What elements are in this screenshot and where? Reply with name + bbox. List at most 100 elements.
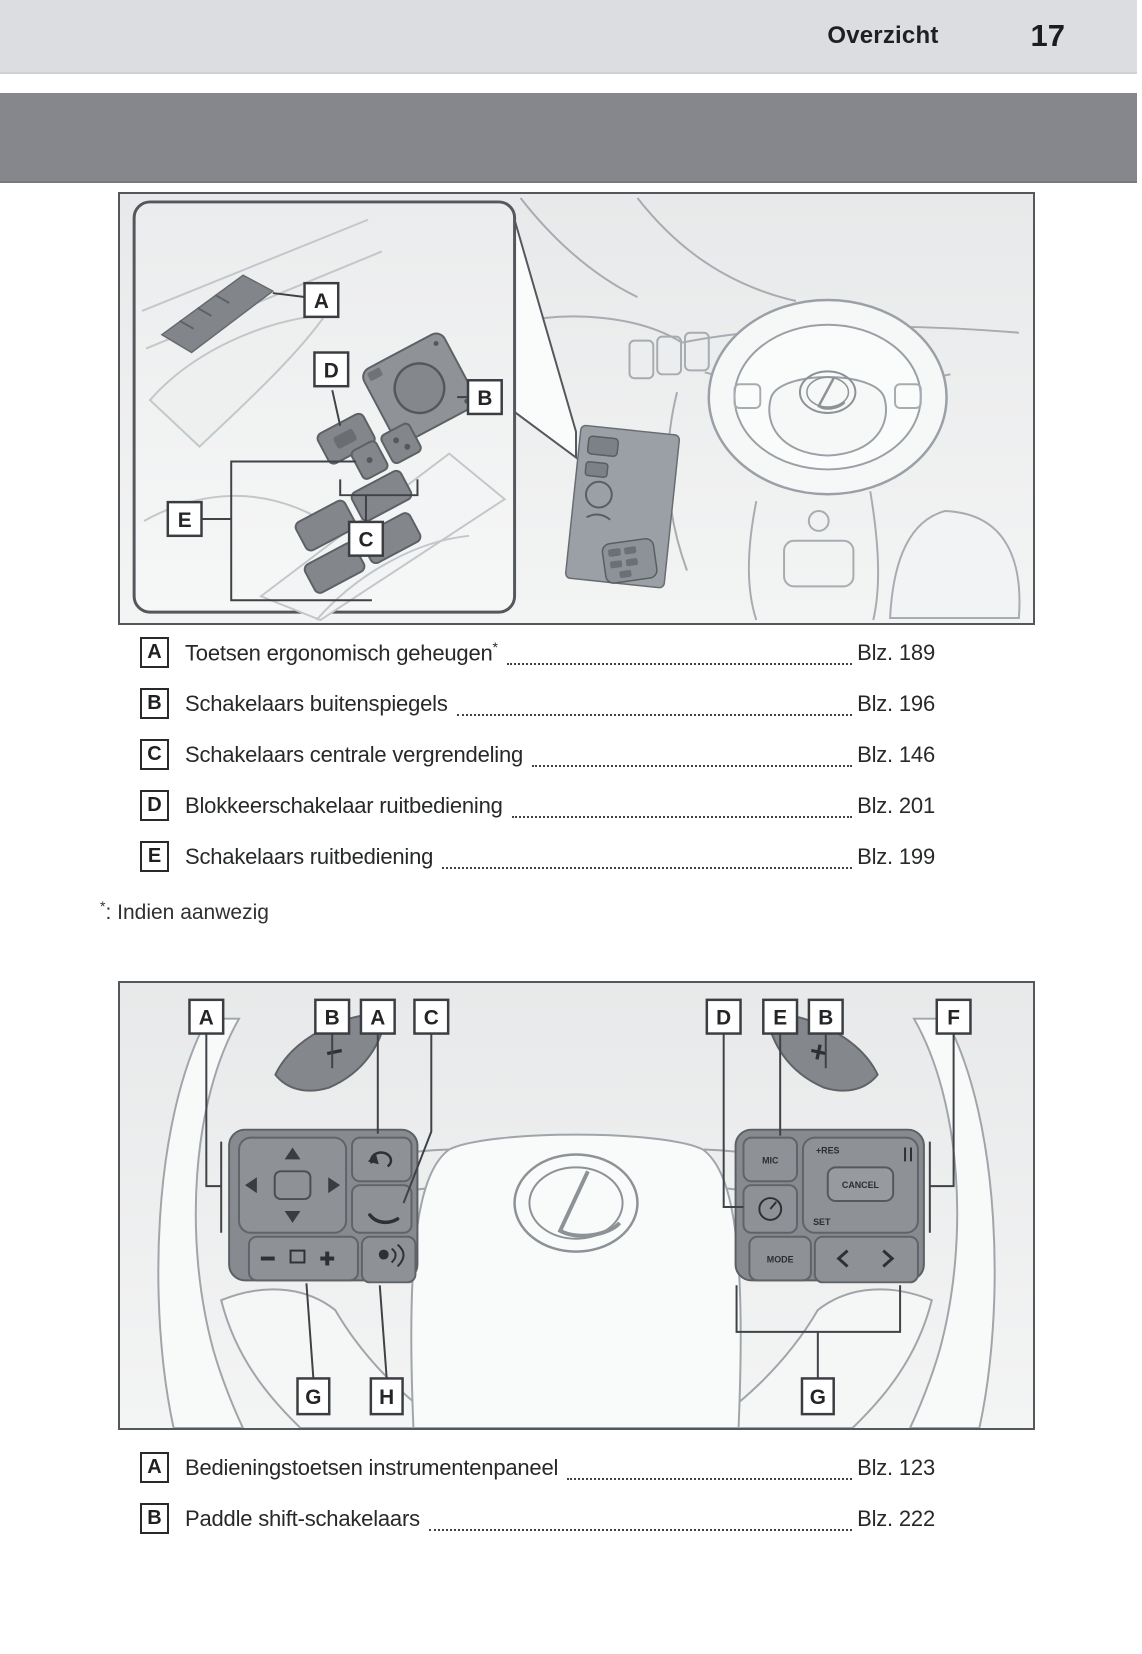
memory-buttons-art — [160, 274, 275, 354]
callout-leaders — [205, 1033, 955, 1379]
callout-letter: E — [178, 509, 192, 532]
footnote-text: Indien aanwezig — [117, 901, 269, 924]
callout-b2: B — [807, 998, 844, 1035]
list-item: D Blokkeerschakelaar ruitbediening Blz. … — [140, 780, 935, 831]
talk-icon — [378, 1249, 389, 1260]
callout-g-right: G — [800, 1377, 835, 1416]
svg-text:H: H — [379, 1386, 394, 1409]
callout-wedge — [513, 219, 577, 460]
item-page-ref: Blz. 189 — [857, 639, 935, 665]
speed-limiter-icon — [758, 1197, 783, 1221]
callout-letter: D — [324, 359, 339, 382]
mode-button-label: MODE — [767, 1254, 794, 1264]
lexus-logo-icon — [798, 370, 857, 414]
callout-d: D — [705, 998, 742, 1035]
lexus-logo-icon — [513, 1153, 639, 1253]
cancel-button-label: CANCEL — [842, 1180, 880, 1190]
figure-steering-wheel: − + — [118, 981, 1035, 1430]
mirror-switch-art — [362, 332, 477, 444]
svg-text:D: D — [716, 1007, 731, 1030]
item-text: Schakelaars centrale vergrendeling — [185, 741, 524, 767]
dotted-leader — [442, 867, 853, 869]
door-lock-switches-art — [350, 422, 422, 480]
page-header: Overzicht 17 — [0, 0, 1137, 74]
item-page-ref: Blz. 146 — [857, 741, 935, 767]
list-item: B Paddle shift-schakelaars Blz. 222 — [140, 1493, 935, 1544]
callout-leaders — [201, 292, 470, 602]
item-page-ref: Blz. 123 — [857, 1454, 935, 1480]
callout-f: F — [935, 998, 972, 1035]
item-text: Schakelaars ruitbediening — [185, 843, 434, 869]
svg-text:F: F — [947, 1007, 960, 1030]
item-label-box: A — [140, 637, 169, 668]
paddle-plus-symbol: + — [807, 1034, 831, 1070]
item-text: Paddle shift-schakelaars — [185, 1505, 420, 1531]
item-text: Blokkeerschakelaar ruitbediening — [185, 792, 503, 818]
list-item: B Schakelaars buitenspiegels Blz. 196 — [140, 678, 935, 729]
index-list-door: A Toetsen ergonomisch geheugen* Blz. 189… — [140, 627, 935, 882]
item-text: Schakelaars buitenspiegels — [185, 690, 448, 716]
door-inset: A D B C E — [132, 200, 517, 622]
dotted-leader — [567, 1478, 853, 1480]
chevron-right-icon — [882, 1249, 895, 1268]
item-label-box: D — [140, 790, 169, 821]
list-item: A Toetsen ergonomisch geheugen* Blz. 189 — [140, 627, 935, 678]
steering-wheel-art — [704, 298, 951, 496]
callout-c: C — [413, 998, 450, 1035]
asterisk-marker: * — [492, 638, 498, 655]
item-page-ref: Blz. 222 — [857, 1505, 935, 1531]
steering-wheel-illustration: − + — [157, 998, 996, 1428]
callout-e: E — [166, 500, 203, 538]
item-label-box: B — [140, 1503, 169, 1534]
mic-button-label: MIC — [762, 1155, 779, 1165]
item-page-ref: Blz. 201 — [857, 792, 935, 818]
paddle-minus-symbol: − — [323, 1034, 347, 1070]
callout-b: B — [466, 379, 503, 416]
figure-door-switches: A D B C E — [118, 192, 1035, 625]
svg-text:B: B — [818, 1007, 833, 1030]
item-text: Bedieningstoetsen instrumentenpaneel — [185, 1454, 559, 1480]
chapter-banner — [0, 93, 1137, 183]
dotted-leader — [506, 663, 853, 665]
dotted-leader — [511, 816, 853, 818]
dotted-leader — [456, 714, 853, 716]
footnote-marker: * — [100, 898, 106, 914]
set-button-label: SET — [813, 1217, 831, 1227]
item-page-ref: Blz. 199 — [857, 843, 935, 869]
callout-e: E — [762, 998, 799, 1035]
item-page-ref: Blz. 196 — [857, 690, 935, 716]
page-number: 17 — [1030, 18, 1065, 53]
svg-text:G: G — [810, 1386, 826, 1409]
callout-c: C — [347, 520, 385, 557]
item-label-box: E — [140, 841, 169, 872]
callout-letter: C — [358, 529, 373, 552]
list-item: C Schakelaars centrale vergrendeling Blz… — [140, 729, 935, 780]
item-text: Toetsen ergonomisch geheugen* — [185, 638, 498, 666]
dotted-leader — [532, 765, 853, 767]
res-button-label: +RES — [816, 1145, 840, 1155]
callout-a1: A — [188, 998, 225, 1035]
svg-text:A: A — [370, 1007, 385, 1030]
callout-a: A — [303, 281, 340, 319]
right-switch-cluster-art: MIC +RES SET CANCEL MODE — [734, 1128, 925, 1284]
callout-letter: A — [314, 290, 329, 313]
callout-a2: A — [359, 998, 396, 1035]
callout-g-left: G — [296, 1377, 331, 1416]
list-item: A Bedieningstoetsen instrumentenpaneel B… — [140, 1442, 935, 1493]
index-list-steering-wheel: A Bedieningstoetsen instrumentenpaneel B… — [140, 1442, 935, 1544]
left-switch-cluster-art — [228, 1128, 419, 1284]
dash-vents-icon — [628, 331, 710, 380]
dashboard-line-art — [516, 197, 1021, 621]
list-item: E Schakelaars ruitbediening Blz. 199 — [140, 831, 935, 882]
phone-icon — [368, 1213, 400, 1225]
callout-b1: B — [314, 998, 351, 1035]
door-switches-illustration: A D B C E — [132, 197, 1021, 622]
dotted-leader — [428, 1529, 853, 1531]
svg-text:A: A — [199, 1007, 214, 1030]
svg-text:E: E — [773, 1007, 787, 1030]
highlighted-door-panel — [564, 424, 681, 589]
item-label-box: B — [140, 688, 169, 719]
svg-text:B: B — [325, 1007, 340, 1030]
svg-text:G: G — [305, 1386, 321, 1409]
